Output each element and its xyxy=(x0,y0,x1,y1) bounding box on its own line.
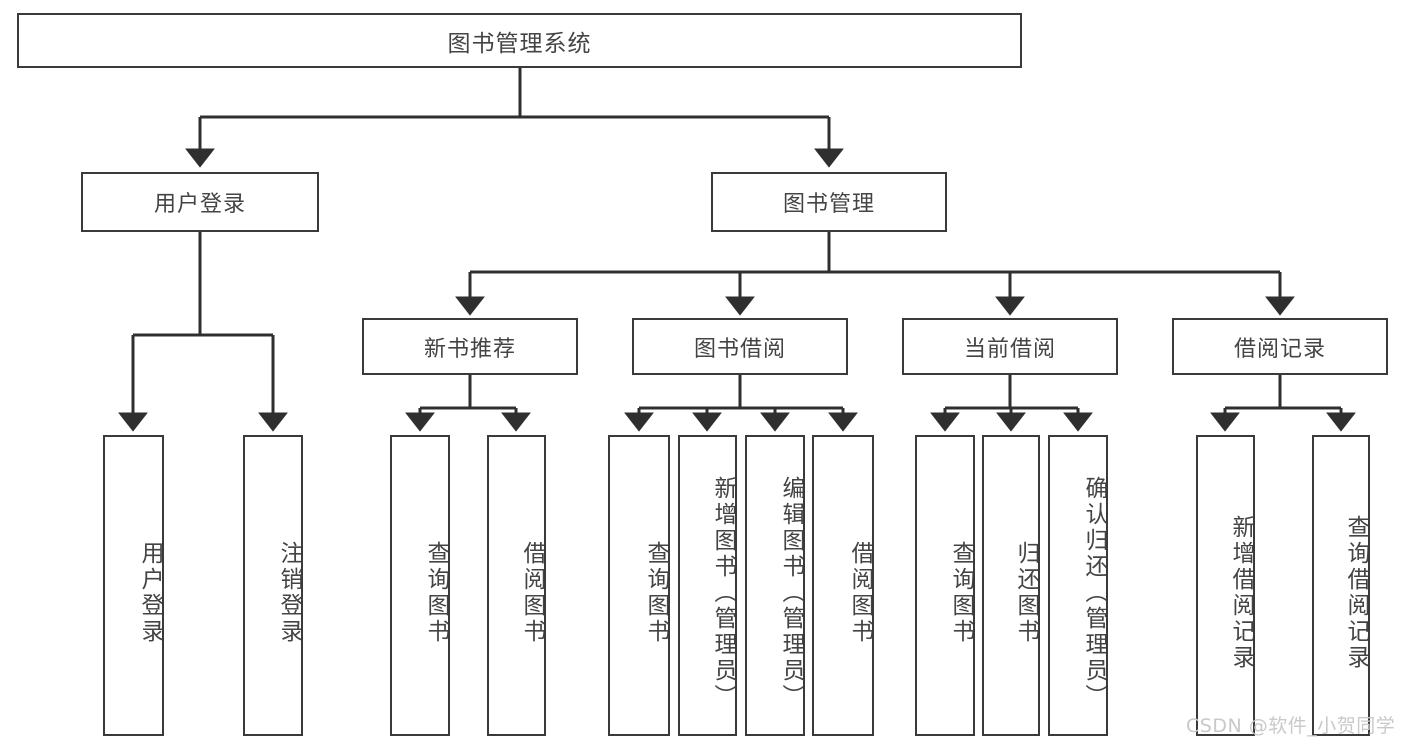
leaf-label: 借阅图书 xyxy=(519,540,545,645)
leaf-label: 新增图书（管理员） xyxy=(710,475,736,710)
leaf-label: 借阅图书 xyxy=(847,540,873,645)
leaf-user-login[interactable]: 用户登录 xyxy=(103,435,164,736)
node-book-management[interactable]: 图书管理 xyxy=(711,172,947,232)
leaf-label: 确认归还（管理员） xyxy=(1081,475,1107,710)
leaf-logout-login[interactable]: 注销登录 xyxy=(243,435,303,736)
csdn-watermark: CSDN @软件_小贺同学 xyxy=(1186,715,1396,737)
node-book-borrow[interactable]: 图书借阅 xyxy=(632,318,848,375)
leaf-query-book-newbook[interactable]: 查询图书 xyxy=(390,435,450,736)
leaf-borrow-book-newbook[interactable]: 借阅图书 xyxy=(487,435,546,736)
leaf-label: 新增借阅记录 xyxy=(1228,514,1254,671)
leaf-confirm-return-admin[interactable]: 确认归还（管理员） xyxy=(1048,435,1108,736)
leaf-edit-book-admin[interactable]: 编辑图书（管理员） xyxy=(745,435,805,736)
leaf-add-book-admin[interactable]: 新增图书（管理员） xyxy=(678,435,737,736)
leaf-label: 查询图书 xyxy=(643,540,669,645)
leaf-label: 用户登录 xyxy=(137,540,163,645)
leaf-query-book-borrow[interactable]: 查询图书 xyxy=(608,435,670,736)
leaf-label: 注销登录 xyxy=(276,540,302,645)
leaf-query-book-current[interactable]: 查询图书 xyxy=(915,435,975,736)
node-borrow-records[interactable]: 借阅记录 xyxy=(1172,318,1388,375)
leaf-label: 查询借阅记录 xyxy=(1343,514,1369,671)
leaf-add-borrow-record[interactable]: 新增借阅记录 xyxy=(1196,435,1255,736)
node-new-book-recommend[interactable]: 新书推荐 xyxy=(362,318,578,375)
leaf-borrow-book[interactable]: 借阅图书 xyxy=(812,435,874,736)
node-current-borrow[interactable]: 当前借阅 xyxy=(902,318,1118,375)
leaf-return-book[interactable]: 归还图书 xyxy=(982,435,1040,736)
node-user-login[interactable]: 用户登录 xyxy=(81,172,319,232)
leaf-query-borrow-record[interactable]: 查询借阅记录 xyxy=(1312,435,1370,736)
node-root[interactable]: 图书管理系统 xyxy=(17,13,1022,68)
leaf-label: 查询图书 xyxy=(423,540,449,645)
leaf-label: 编辑图书（管理员） xyxy=(778,475,804,710)
leaf-label: 查询图书 xyxy=(948,540,974,645)
leaf-label: 归还图书 xyxy=(1013,540,1039,645)
